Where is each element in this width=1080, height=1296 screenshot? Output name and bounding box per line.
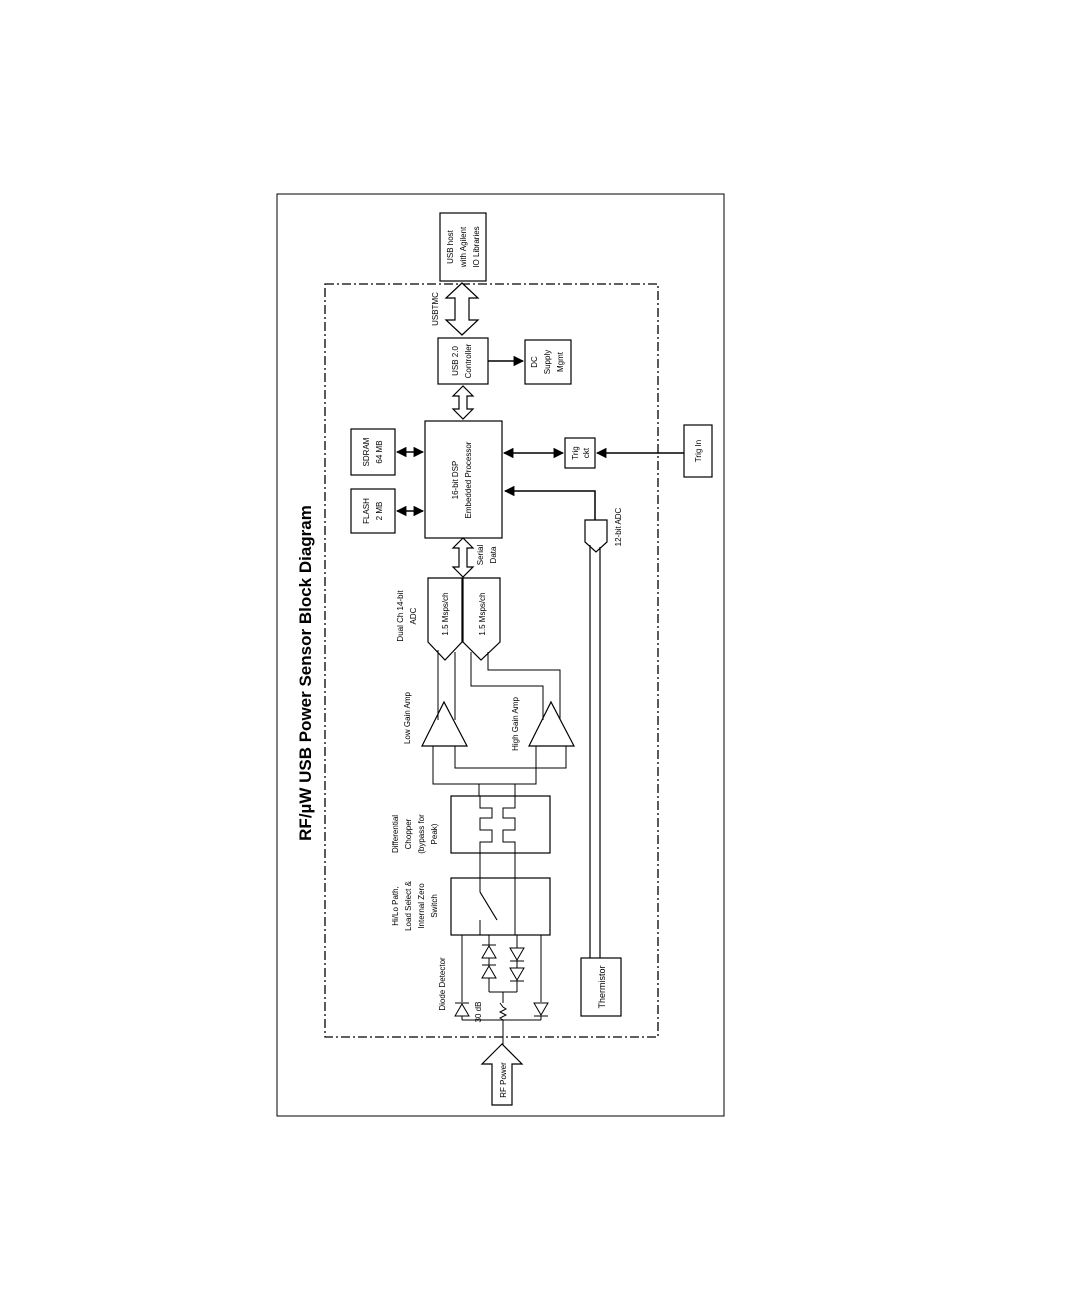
usb-controller-block: USB 2.0 Controller xyxy=(437,337,489,385)
switch-block xyxy=(450,877,551,936)
sdram-line-1: SDRAM xyxy=(362,437,371,466)
adc-12bit-label: 12-bit ADC xyxy=(614,507,623,546)
high-gain-amp xyxy=(528,700,575,747)
usbtmc-double-arrow xyxy=(444,282,480,336)
trig-in-label: Trig In xyxy=(694,440,703,462)
outer-frame xyxy=(276,193,725,1117)
trig-in-block: Trig In xyxy=(683,424,713,478)
chopper-label-2: Chopper xyxy=(404,818,413,849)
serial-data-line-1: Serial xyxy=(476,545,485,566)
amp-input-wiring xyxy=(432,746,567,796)
switch-label-1: Hi/Lo Path, xyxy=(391,886,400,926)
dc-supply-block: DC Supply Mgmt xyxy=(524,339,572,385)
diode-detector-network xyxy=(461,935,542,1050)
low-gain-amp-label: Low Gain Amp xyxy=(403,691,412,744)
detector-diodes xyxy=(454,944,549,1017)
flash-block: FLASH 2 MB xyxy=(350,488,396,534)
flash-line-1: FLASH xyxy=(362,498,371,524)
sdram-block: SDRAM 64 MB xyxy=(350,428,396,476)
trig-ckt-line-1: Trig xyxy=(571,446,580,459)
switch-label-3: Internal Zero xyxy=(417,883,426,929)
adc-12bit-shape xyxy=(584,519,608,553)
dc-supply-line-3: Mgmt xyxy=(556,351,565,372)
adc12-to-dsp-arrow xyxy=(503,485,596,520)
adc-rate-2-label: 1.5 Msps/ch xyxy=(478,592,487,635)
usb-controller-line-1: USB 2.0 xyxy=(451,346,460,376)
chopper-label-3: (bypass for xyxy=(417,814,426,854)
usbtmc-label: USBTMC xyxy=(431,292,440,326)
attenuator-label: 30 dB xyxy=(474,1002,483,1023)
diagram-title: RF/µW USB Power Sensor Block Diagram xyxy=(296,505,315,841)
thermistor-block: Thermistor xyxy=(580,957,622,1017)
dsp-line-1: 16-bit DSP xyxy=(451,461,460,500)
usb-host-block: USB host with Agilent IO Libraries xyxy=(439,212,487,282)
dc-supply-line-2: Supply xyxy=(543,350,552,374)
dc-supply-line-1: DC xyxy=(530,356,539,368)
low-gain-amp xyxy=(421,700,468,747)
switch-label-2: Load Select & xyxy=(404,880,413,930)
dsp-block: 16-bit DSP Embedded Processor xyxy=(424,420,503,539)
chopper-label-1: Differential xyxy=(391,815,400,853)
trig-ckt-block: Trig ckt xyxy=(564,437,596,469)
usb-controller-line-2: Controller xyxy=(464,343,473,378)
usb-host-line-2: with Agilent xyxy=(459,226,468,268)
chopper-label-4: Peak) xyxy=(430,823,439,844)
serial-data-line-2: Data xyxy=(489,546,498,563)
switch-label-4: Switch xyxy=(430,894,439,918)
trig-ckt-line-2: ckt xyxy=(582,447,591,458)
diode-detector-label: Diode Detector xyxy=(438,957,447,1011)
adc-amp-wiring xyxy=(437,650,561,720)
chopper-block xyxy=(450,795,551,854)
usb-host-line-3: IO Libraries xyxy=(472,226,481,267)
rf-power-input: RF Power xyxy=(480,1043,524,1106)
adc-14bit-channel-1 xyxy=(427,577,463,661)
flash-line-2: 2 MB xyxy=(375,502,384,521)
sensor-boundary xyxy=(324,283,659,1038)
adc-rate-1-label: 1.5 Msps/ch xyxy=(441,592,450,635)
high-gain-amp-label: High Gain Amp xyxy=(511,697,520,751)
dual-adc-line-1: Dual Ch 14-bit xyxy=(396,590,405,642)
thermistor-label: Thermistor xyxy=(597,965,607,1008)
dual-adc-line-2: ADC xyxy=(409,607,418,624)
serial-data-double-arrow xyxy=(451,537,475,578)
adc-14bit-channel-2 xyxy=(462,577,501,661)
dsp-line-2: Embedded Processor xyxy=(464,441,473,518)
sdram-line-2: 64 MB xyxy=(375,440,384,463)
controller-dsp-double-arrow xyxy=(451,385,475,420)
rf-power-label: RF Power xyxy=(499,1062,508,1098)
usb-host-line-1: USB host xyxy=(446,229,455,264)
